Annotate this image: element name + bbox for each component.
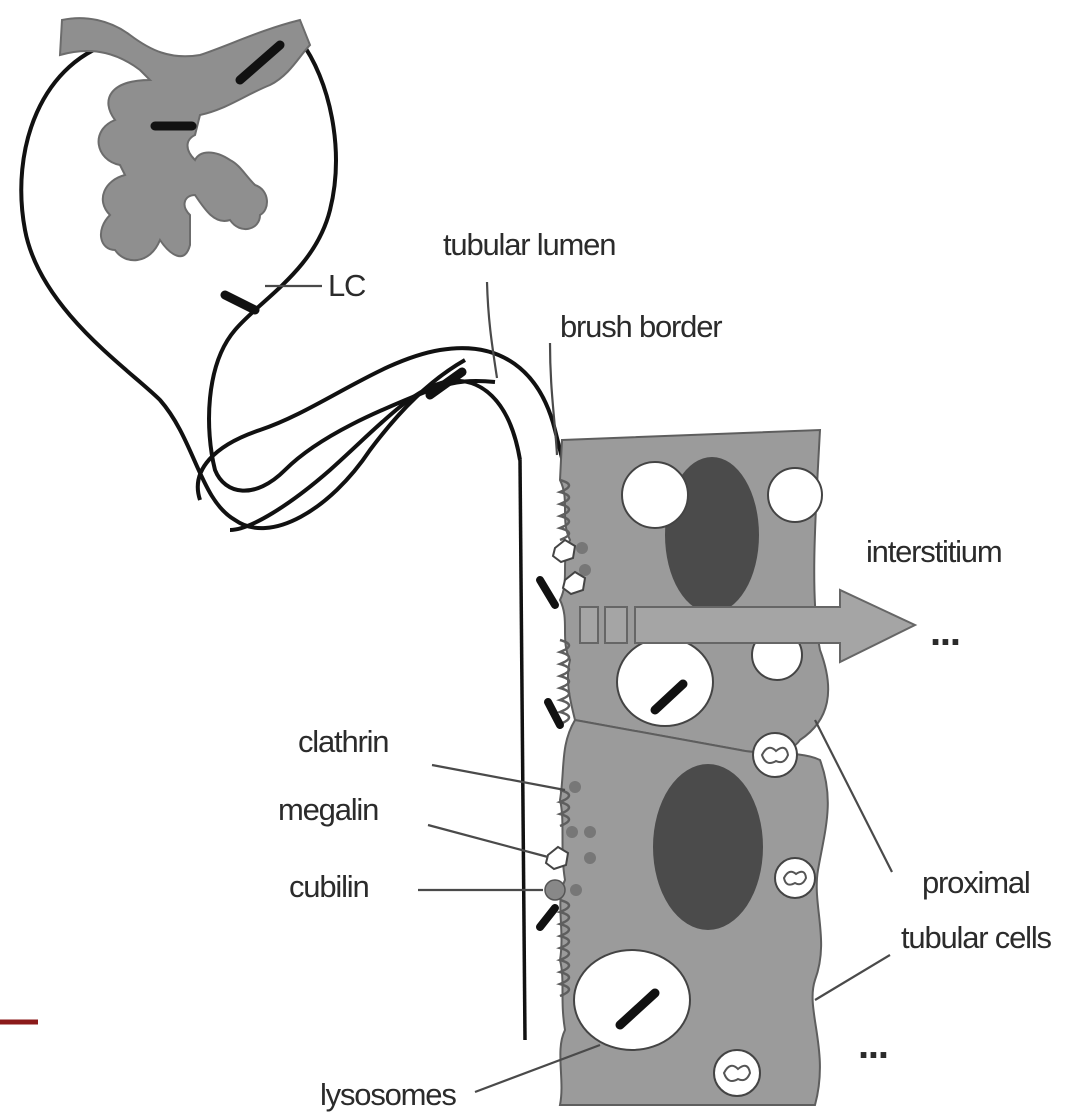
tubule bbox=[198, 348, 565, 1040]
brush-border-label: brush border bbox=[560, 309, 722, 344]
tubular-lumen-label: tubular lumen bbox=[443, 227, 615, 262]
endosome bbox=[617, 638, 713, 726]
light-chain-mark bbox=[540, 908, 555, 927]
lc-label: LC bbox=[328, 268, 366, 303]
nucleus bbox=[653, 764, 763, 930]
lysosomes-label: lysosomes bbox=[320, 1077, 456, 1112]
lysosome-small bbox=[714, 1050, 760, 1096]
clathrin-pit bbox=[576, 542, 588, 554]
tubular-cells-label: tubular cells bbox=[901, 920, 1052, 955]
vacuole bbox=[768, 468, 822, 522]
brush-border-leader bbox=[550, 343, 557, 455]
bowmans-capsule-outline bbox=[21, 40, 465, 528]
megalin-receptor bbox=[553, 540, 575, 562]
megalin-leader bbox=[428, 825, 548, 857]
proximal-tubular-cells bbox=[560, 430, 828, 1105]
tubule-wall-straight bbox=[520, 460, 525, 1040]
arrow-segment bbox=[580, 607, 598, 643]
light-chain-mark bbox=[225, 295, 255, 310]
glomerulus bbox=[21, 18, 495, 528]
interstitium-label: interstitium bbox=[866, 534, 1001, 569]
proximal-label: proximal bbox=[922, 865, 1030, 900]
tubule-wall-inner bbox=[230, 381, 520, 530]
arrow-ellipsis: ... bbox=[930, 610, 960, 654]
proximal-cells-leader bbox=[815, 955, 890, 1000]
clathrin-pit bbox=[584, 826, 596, 838]
bowmans-capsule-inner bbox=[209, 40, 495, 491]
cubilin-receptor bbox=[545, 880, 565, 900]
lysosome-small bbox=[753, 733, 797, 777]
light-chain-mark bbox=[540, 580, 555, 605]
light-chain-mark bbox=[548, 702, 560, 725]
megalin-receptor bbox=[546, 847, 568, 869]
clathrin-pit bbox=[579, 564, 591, 576]
lysosome bbox=[574, 950, 690, 1050]
clathrin-pit bbox=[570, 884, 582, 896]
tubular-lumen-leader bbox=[487, 282, 497, 378]
bottom-ellipsis: ... bbox=[858, 1023, 888, 1067]
clathrin-pit bbox=[566, 826, 578, 838]
cubilin-label: cubilin bbox=[289, 869, 368, 904]
clathrin-leader bbox=[432, 765, 565, 790]
arrow-segment bbox=[605, 607, 627, 643]
clathrin-pit bbox=[584, 852, 596, 864]
clathrin-label: clathrin bbox=[298, 724, 388, 759]
vacuole bbox=[622, 462, 688, 528]
lysosome-small bbox=[775, 858, 815, 898]
clathrin-pit bbox=[569, 781, 581, 793]
megalin-label: megalin bbox=[278, 792, 378, 827]
